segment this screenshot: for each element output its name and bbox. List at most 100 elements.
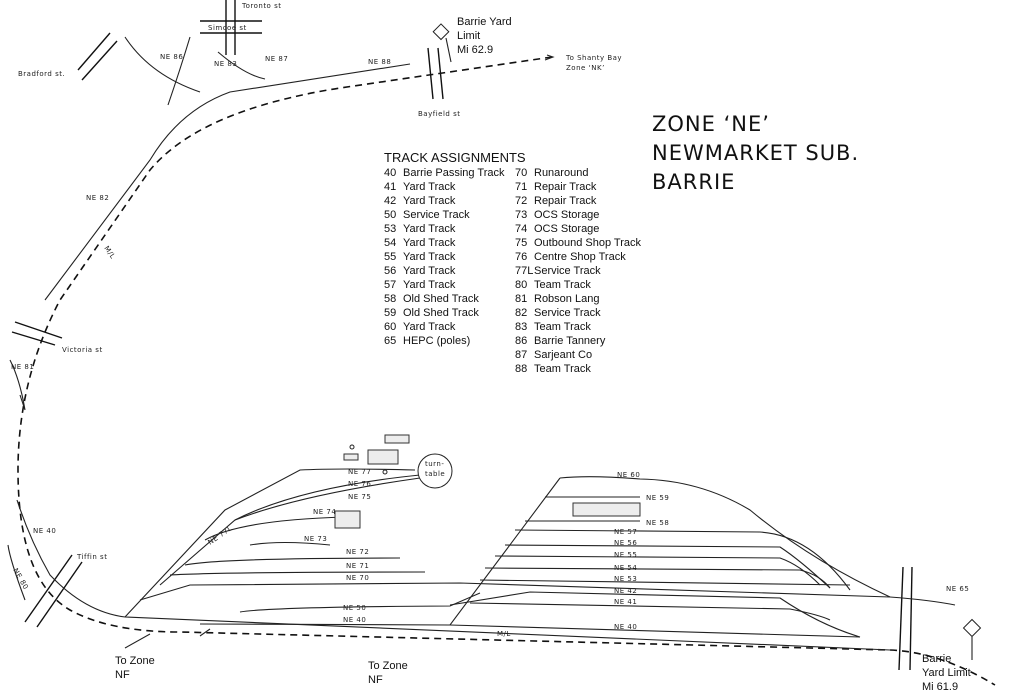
track-number: 40	[384, 167, 397, 179]
track-label: NE 55	[614, 551, 637, 559]
destination-label: To Shanty Bay	[565, 54, 622, 62]
track-name: Team Track	[534, 279, 591, 291]
track-name: Outbound Shop Track	[534, 237, 642, 249]
track-name: Repair Track	[534, 181, 597, 193]
track-label: NE 72	[346, 548, 369, 556]
north-tracks	[9, 36, 411, 411]
track-number: 60	[384, 321, 397, 333]
limit-label: Barrie	[922, 653, 951, 665]
track-label: NE 42	[614, 587, 637, 595]
track-label: M/L	[102, 245, 116, 261]
destination-label: Zone ‘NK’	[566, 64, 605, 72]
track-name: Old Shed Track	[403, 293, 479, 305]
track-number: 54	[384, 237, 397, 249]
track-label: NE 77	[348, 468, 371, 476]
main-line	[17, 56, 996, 686]
track-label: NE 41	[614, 598, 637, 606]
turntable: turn-table	[417, 453, 453, 489]
track-number: 56	[384, 265, 397, 277]
assignment-row: 65 HEPC (poles)	[384, 334, 504, 348]
limit-label: Limit	[457, 30, 480, 42]
track-number: 70	[515, 167, 528, 179]
track-number: 57	[384, 279, 397, 291]
track-label: NE 65	[946, 585, 969, 593]
track-label: NE 82	[86, 194, 109, 202]
destination-label: NF	[368, 674, 383, 686]
track-name: Yard Track	[403, 195, 456, 207]
assignment-row: 70 Runaround	[515, 166, 641, 180]
title-line: BARRIE	[652, 170, 736, 194]
street-crossings	[11, 0, 913, 671]
destination-label: To Zone	[368, 660, 408, 672]
track-label: M/L	[497, 630, 511, 638]
track-name: Runaround	[534, 167, 589, 179]
street-label: Bayfield st	[418, 110, 460, 118]
track-number: 82	[515, 307, 528, 319]
track-label: NE 40	[614, 623, 637, 631]
track-number: 88	[515, 363, 528, 375]
track-number: 73	[515, 209, 528, 221]
assignment-row: 74 OCS Storage	[515, 222, 641, 236]
track-label: NE 71	[346, 562, 369, 570]
track-number: 55	[384, 251, 397, 263]
track-number: 42	[384, 195, 397, 207]
track-number: 50	[384, 209, 397, 221]
limit-label: Yard Limit	[922, 667, 971, 679]
track-label: NE 70	[346, 574, 369, 582]
track-number: 59	[384, 307, 397, 319]
track-number: 72	[515, 195, 528, 207]
assignment-row: 87 Sarjeant Co	[515, 348, 641, 362]
track-number: 83	[515, 321, 528, 333]
track-label: NE 73	[304, 535, 327, 543]
track-label: NE 40	[33, 527, 56, 535]
track-label: NE 58	[646, 519, 669, 527]
track-label: NE 76	[348, 480, 371, 488]
destination-label: NF	[115, 669, 130, 681]
track-label: NE 56	[614, 539, 637, 547]
limit-label: Mi 62.9	[457, 44, 493, 56]
track-name: HEPC (poles)	[403, 335, 471, 347]
track-number: 65	[384, 335, 397, 347]
track-label: NE 77L	[207, 524, 234, 546]
track-number: 41	[384, 181, 397, 193]
track-name: Sarjeant Co	[534, 349, 593, 361]
track-name: Yard Track	[403, 223, 456, 235]
track-number: 74	[515, 223, 528, 235]
street-label: Toronto st	[241, 2, 281, 10]
track-number: 71	[515, 181, 528, 193]
assignment-row: 50 Service Track	[384, 208, 504, 222]
track-name: Service Track	[403, 209, 470, 221]
track-name: Team Track	[534, 321, 591, 333]
svg-text:turn-: turn-	[425, 460, 444, 468]
track-label: NE 57	[614, 528, 637, 536]
title-line: NEWMARKET SUB.	[652, 141, 860, 165]
track-name: Yard Track	[403, 279, 456, 291]
destination-label: To Zone	[115, 655, 155, 667]
street-label: Victoria st	[62, 346, 103, 354]
yard-limit-sign-south	[962, 618, 982, 638]
track-name: OCS Storage	[534, 223, 600, 235]
arrow-icon	[124, 633, 151, 649]
track-label: NE 40	[343, 616, 366, 624]
svg-text:table: table	[425, 470, 445, 478]
assignment-row: 59 Old Shed Track	[384, 306, 504, 320]
track-name: Team Track	[534, 363, 591, 375]
track-name: Repair Track	[534, 195, 597, 207]
buildings	[334, 434, 641, 529]
track-number: 87	[515, 349, 528, 361]
track-name: Old Shed Track	[403, 307, 479, 319]
